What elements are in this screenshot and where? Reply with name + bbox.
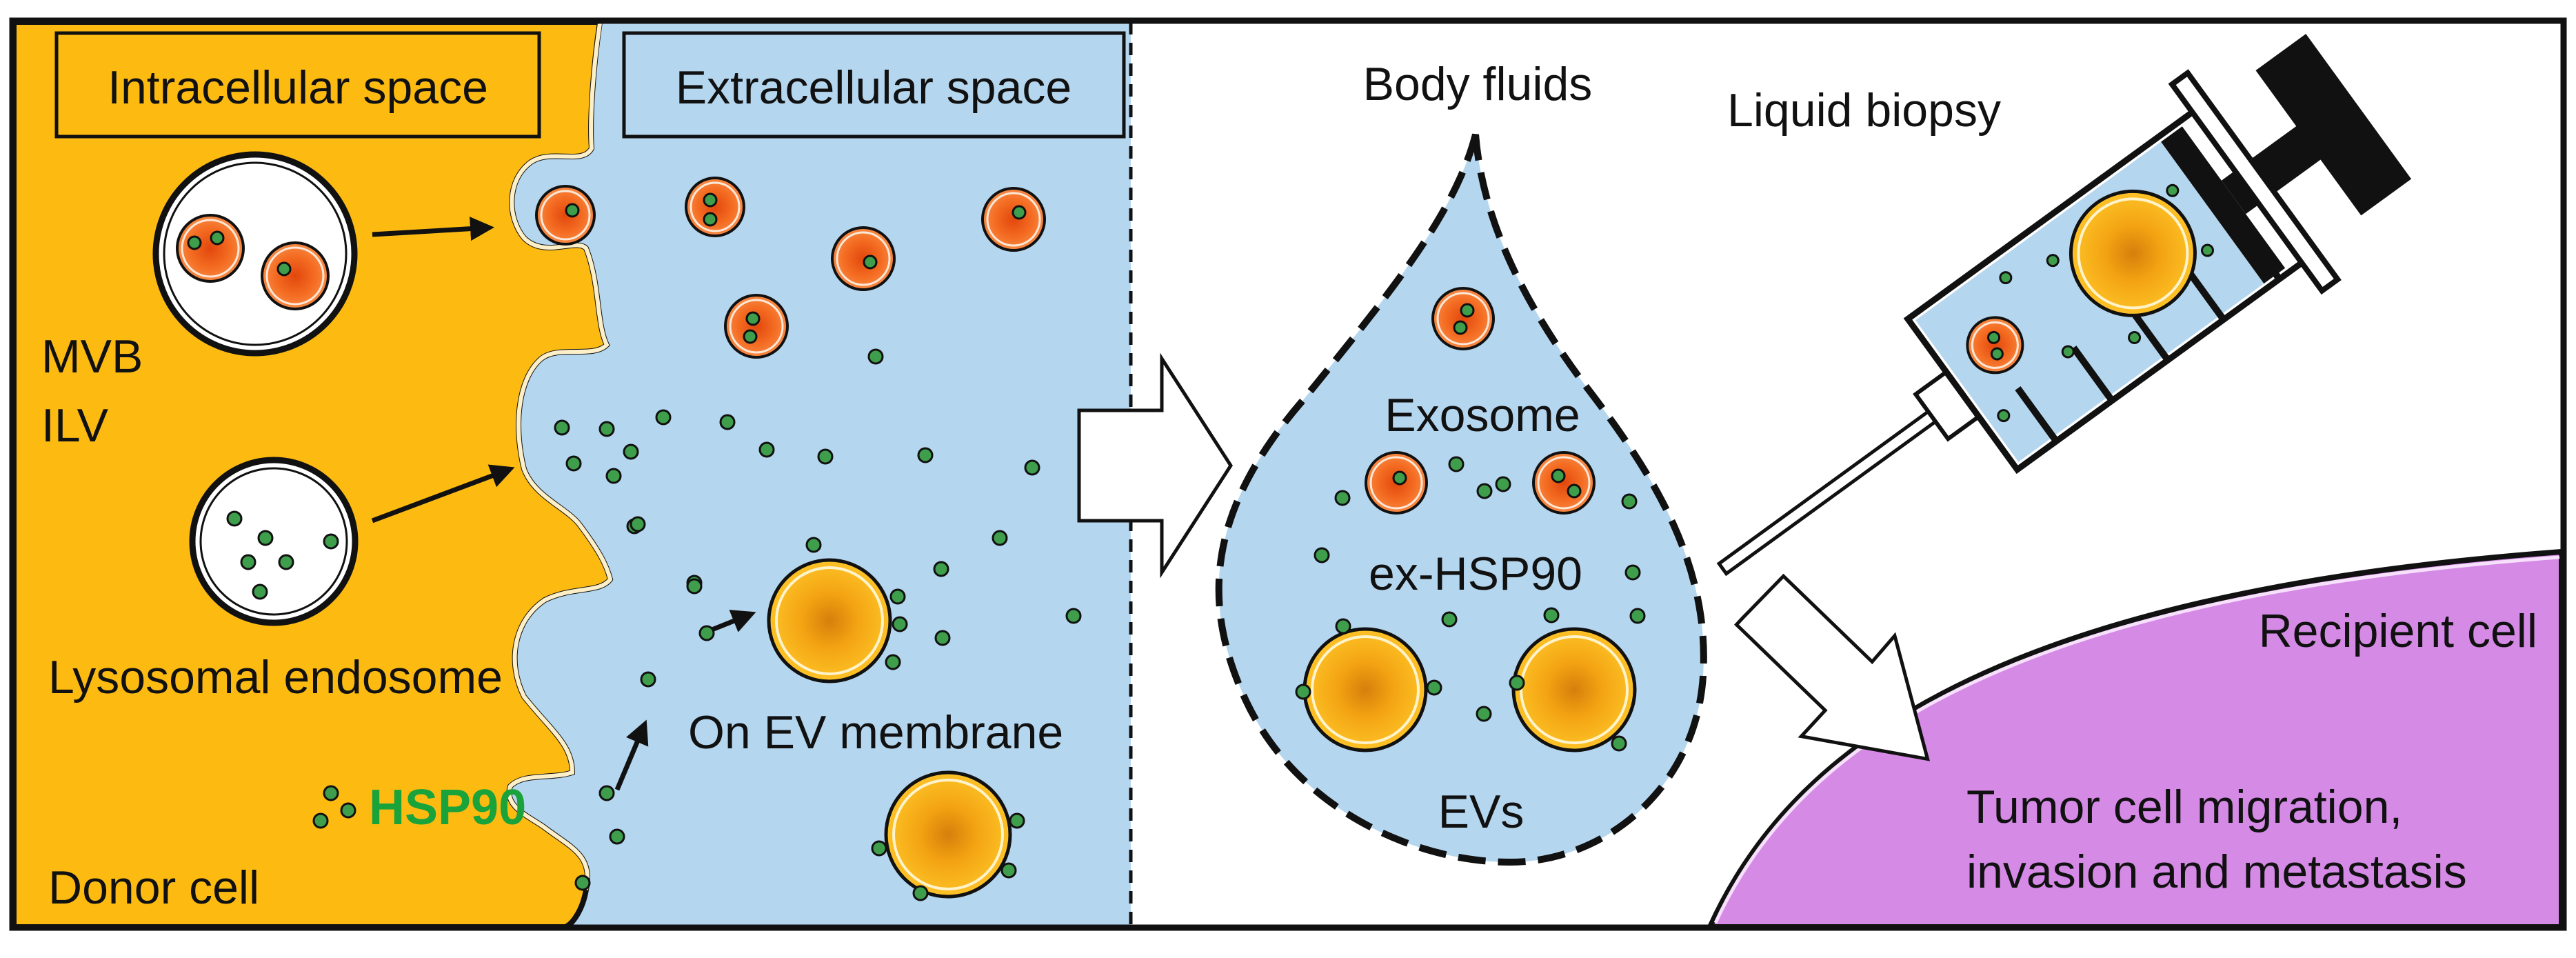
extracellular-vesicle xyxy=(1295,618,1442,752)
exosome-label: Exosome xyxy=(1385,389,1580,441)
extracellular-vesicle xyxy=(1509,607,1637,752)
extracellular-vesicle xyxy=(767,537,908,683)
exosome xyxy=(1532,451,1596,515)
intracellular-label-box xyxy=(54,31,541,139)
figure-border xyxy=(9,17,2567,931)
exosome xyxy=(831,226,896,291)
exosome xyxy=(1365,451,1428,515)
recipient-cell-label: Recipient cell xyxy=(2259,605,2537,657)
arrow-icon xyxy=(371,464,515,523)
exosome xyxy=(981,187,1046,252)
exosome xyxy=(1431,287,1495,350)
donor-cell-label: Donor cell xyxy=(48,861,259,914)
hsp90-legend-particles xyxy=(312,785,356,829)
extracellular-label-box xyxy=(622,31,1126,139)
arrow-icon xyxy=(1733,573,1930,761)
lysosomal-label: Lysosomal endosome xyxy=(48,651,503,703)
exosome-group xyxy=(535,177,1046,359)
hsp90-label: HSP90 xyxy=(369,780,526,835)
liquid-biopsy-label: Liquid biopsy xyxy=(1727,84,2001,137)
tumor-label-line2: invasion and metastasis xyxy=(1966,846,2467,898)
recipient-cell xyxy=(1705,548,2564,930)
lysosomal-vesicle xyxy=(189,457,359,626)
arrow-icon xyxy=(372,217,494,241)
body-fluids-label: Body fluids xyxy=(1363,58,1593,110)
syringe-icon xyxy=(1716,34,2412,577)
intracellular-label: Intracellular space xyxy=(108,61,488,114)
mvb-vesicle xyxy=(152,151,358,357)
exosome xyxy=(535,185,596,246)
tumor-label-line1: Tumor cell migration, xyxy=(1966,781,2402,833)
arrow-icon xyxy=(614,719,649,791)
donor-membrane-inner xyxy=(507,23,613,890)
free-hsp90-particles xyxy=(1314,456,1646,722)
exosome xyxy=(724,294,789,359)
extracellular-space-region xyxy=(483,22,1131,927)
on-ev-membrane-label: On EV membrane xyxy=(688,706,1063,759)
ex-hsp90-label: ex-HSP90 xyxy=(1369,548,1582,600)
extracellular-label: Extracellular space xyxy=(676,61,1071,114)
evs-label: EVs xyxy=(1438,786,1525,838)
mvb-label: MVB xyxy=(41,330,143,383)
membrane-hsp90-particles xyxy=(574,516,703,891)
extracellular-vesicle xyxy=(871,770,1025,901)
arrow-icon xyxy=(1077,352,1233,579)
ilv-label: ILV xyxy=(41,399,109,452)
exosome xyxy=(685,177,745,237)
